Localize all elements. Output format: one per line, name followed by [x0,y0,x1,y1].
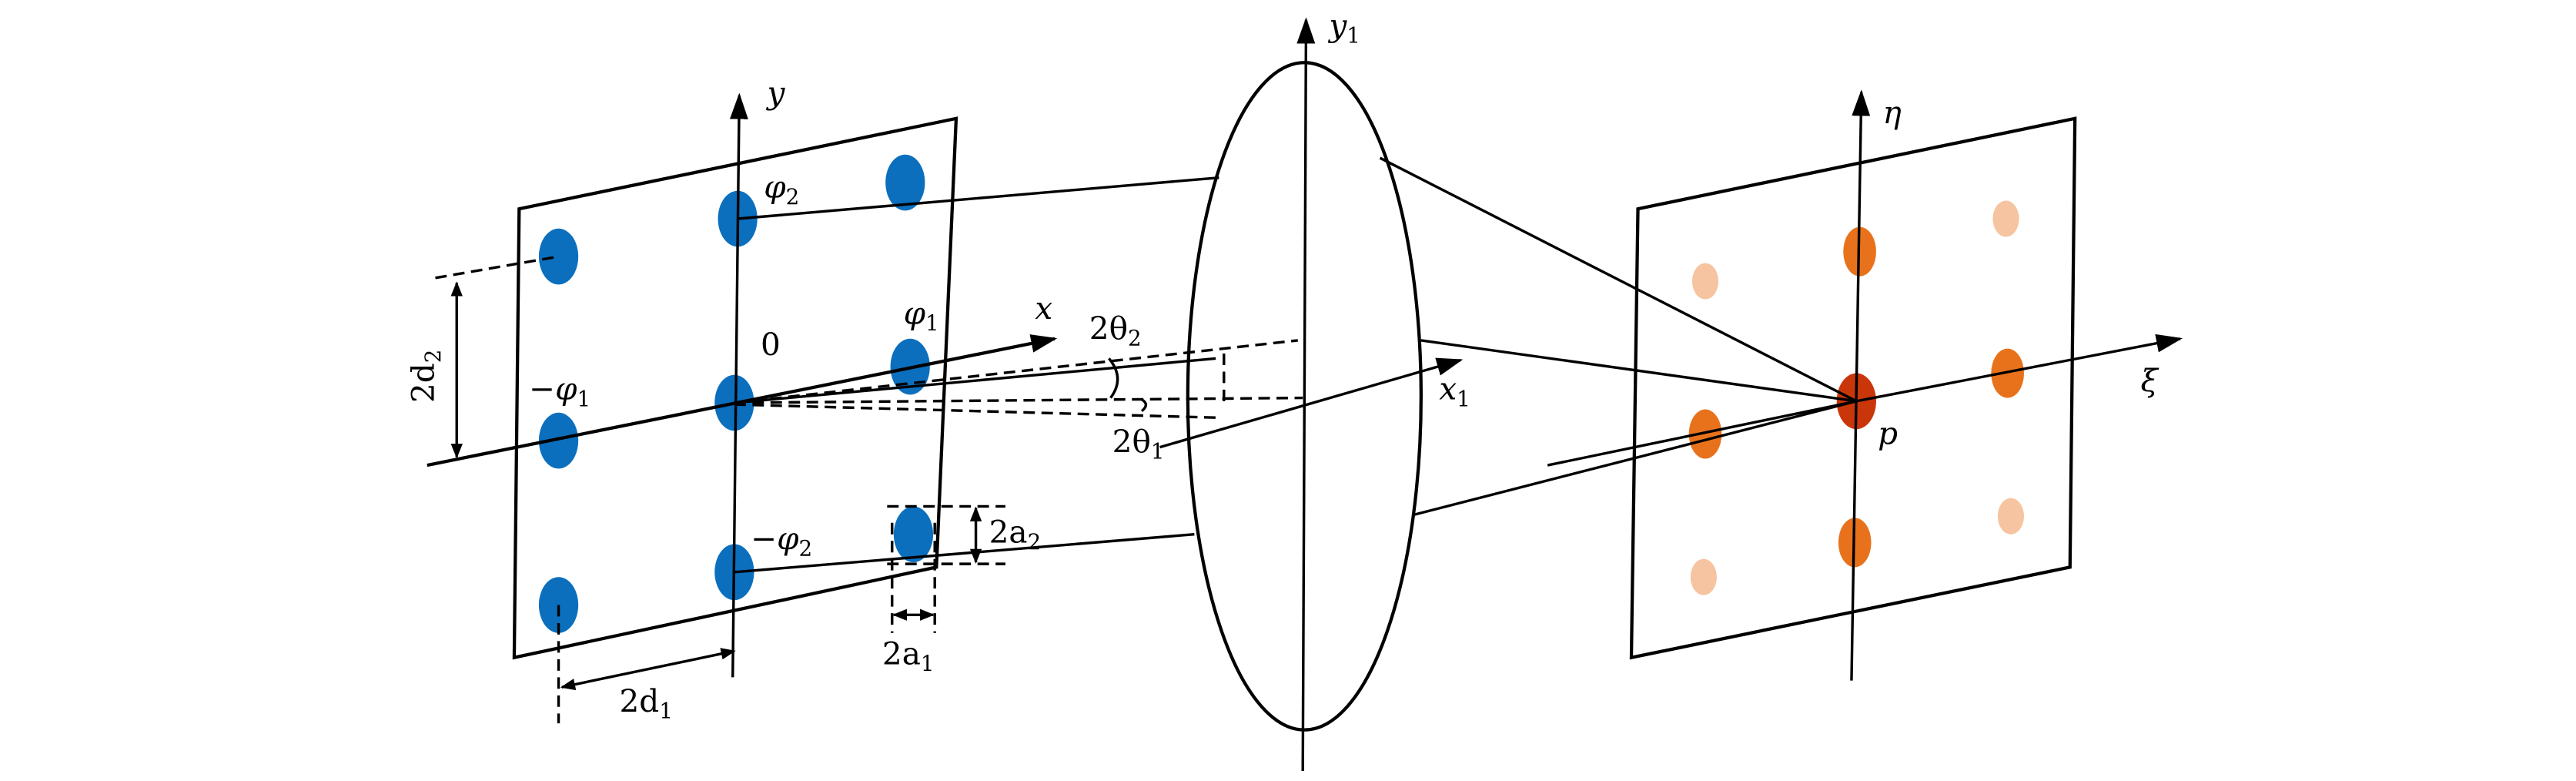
ray-mid [734,357,1216,404]
xi-axis [1856,334,2183,403]
input-spot [885,154,925,211]
converge-ray-bottom [1413,400,1857,516]
lens-ellipse [1186,61,1423,732]
angle-arc-theta2 [1108,357,1119,399]
d1-label: 2d1 [619,682,672,724]
diffraction-spot-second-order [1691,263,1719,300]
ray-upper [737,176,1219,220]
dashed-ray-axis [734,396,1303,404]
d2-label: 2d2 [404,350,446,403]
y-axis [729,92,748,678]
neg-phi1-label: −φ1 [529,370,590,412]
a1-label: 2a1 [882,635,935,676]
xi-axis-label: ξ [2141,362,2159,399]
eta-axis-label: η [1882,94,1901,131]
x1-axis-label: x1 [1439,370,1470,412]
ray-lower [734,533,1195,574]
dashed-ray-theta1 [734,403,1216,419]
input-spot [538,412,579,469]
diffraction-spot-first-order [1688,409,1722,459]
x1-axis [1159,357,1464,449]
diffraction-spot-second-order [1690,558,1717,595]
input-spot [893,506,934,562]
phi1-label: φ1 [904,295,939,337]
neg-phi2-label: −φ2 [751,520,812,561]
converge-ray-mid [1420,339,1857,403]
y1-axis-label: y1 [1327,7,1360,49]
converge-ray-top [1379,156,1858,403]
d1-dimension-arrow [560,648,736,691]
d2-dashed-leader [435,255,559,280]
output-plane-frame [1629,116,2077,660]
theta1-label: 2θ1 [1112,423,1165,464]
theta2-label: 2θ2 [1089,310,1142,351]
a2-label: 2a2 [989,513,1042,555]
y-axis-label: y [766,75,786,112]
dashed-ray-theta2 [734,339,1298,404]
input-plane: y x 0 φ2 φ1 −φ1 −φ2 2d2 2d1 2a2 2a1 2θ2 … [404,75,1303,724]
converge-ray-axis [1547,400,1857,467]
origin-label: 0 [761,326,781,363]
y1-axis [1296,17,1316,772]
x-axis-label: x [1035,290,1052,327]
diffraction-spot-second-order [1992,200,2019,237]
angle-arc-theta1 [1140,398,1148,413]
diffraction-spot-second-order [1997,498,2024,535]
lens: y1 x1 [1159,7,1470,772]
focus-point-label: p [1878,414,1898,451]
output-plane: η ξ p [1379,89,2183,681]
input-plane-frame [512,116,958,660]
phi2-label: φ2 [764,168,799,209]
eta-axis [1850,89,1871,681]
input-spot [538,228,579,285]
